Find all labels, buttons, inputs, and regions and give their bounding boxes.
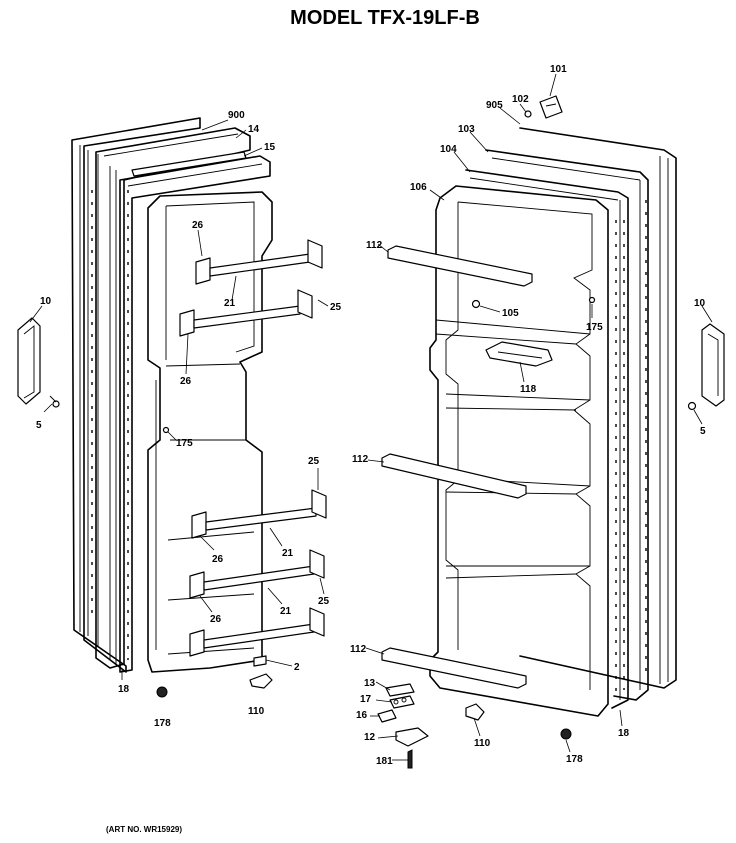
right-door-handle bbox=[701, 323, 725, 407]
part-label-112: 112 bbox=[350, 644, 367, 655]
right-hinge-bracket-13 bbox=[385, 683, 415, 697]
part-label-110: 110 bbox=[248, 706, 265, 717]
part-label-13: 13 bbox=[364, 678, 376, 689]
right-part-labels: 101 102 905 103 104 106 112 105 175 10 1… bbox=[350, 64, 706, 767]
right-hinge-12 bbox=[395, 727, 429, 747]
right-door-cam-178 bbox=[560, 728, 572, 740]
part-label-175: 175 bbox=[586, 322, 603, 333]
left-door-top-trim bbox=[131, 151, 247, 177]
part-label-118: 118 bbox=[520, 384, 537, 395]
right-handle-screw bbox=[687, 401, 697, 411]
left-door-liner bbox=[147, 191, 273, 673]
part-label-26: 26 bbox=[212, 554, 224, 565]
part-label-5: 5 bbox=[36, 420, 42, 431]
part-label-17: 17 bbox=[360, 694, 372, 705]
right-hinge-washer-16 bbox=[377, 709, 397, 723]
right-door-stop-110 bbox=[465, 703, 485, 721]
left-door-handle bbox=[17, 317, 41, 405]
right-nameplate-101 bbox=[539, 95, 563, 119]
part-label-21: 21 bbox=[224, 298, 236, 309]
part-label-18: 18 bbox=[618, 728, 630, 739]
part-label-900: 900 bbox=[228, 110, 245, 121]
diagram-title: MODEL TFX-19LF-B bbox=[290, 7, 480, 29]
right-plug-175 bbox=[588, 296, 596, 304]
left-door-assembly bbox=[17, 117, 329, 698]
part-label-26: 26 bbox=[192, 220, 204, 231]
part-label-5: 5 bbox=[700, 426, 706, 437]
part-label-2: 2 bbox=[294, 662, 300, 673]
left-shelf-rail-5 bbox=[189, 607, 325, 657]
part-label-10: 10 bbox=[694, 298, 706, 309]
part-label-25: 25 bbox=[318, 596, 330, 607]
art-number: (ART NO. WR15929) bbox=[106, 825, 182, 834]
part-label-103: 103 bbox=[458, 124, 475, 135]
right-dairy-cover-118 bbox=[485, 341, 553, 367]
part-label-178: 178 bbox=[566, 754, 583, 765]
right-shelf-bar-3 bbox=[381, 647, 527, 689]
part-label-112: 112 bbox=[366, 240, 383, 251]
part-label-106: 106 bbox=[410, 182, 427, 193]
right-screw-102 bbox=[524, 110, 532, 118]
part-label-25: 25 bbox=[308, 456, 320, 467]
part-label-175: 175 bbox=[176, 438, 193, 449]
part-label-26: 26 bbox=[210, 614, 222, 625]
part-label-181: 181 bbox=[376, 756, 393, 767]
left-handle-screw bbox=[52, 400, 60, 408]
part-label-21: 21 bbox=[280, 606, 292, 617]
right-hinge-pin-17 bbox=[389, 695, 415, 709]
part-label-112: 112 bbox=[352, 454, 369, 465]
left-part-labels: 900 14 15 26 21 25 26 10 5 175 25 26 21 … bbox=[36, 110, 342, 729]
left-shelf-rail-3 bbox=[191, 489, 327, 539]
left-shelf-rail-1 bbox=[195, 239, 323, 285]
right-shelf-bar-2 bbox=[381, 453, 527, 499]
part-label-101: 101 bbox=[550, 64, 567, 75]
part-label-178: 178 bbox=[154, 718, 171, 729]
part-label-25: 25 bbox=[330, 302, 342, 313]
part-label-110: 110 bbox=[474, 738, 491, 749]
right-breaker-strip bbox=[465, 169, 629, 709]
left-door-part-2 bbox=[253, 655, 267, 667]
part-label-104: 104 bbox=[440, 144, 457, 155]
right-door-outer-panel bbox=[519, 127, 677, 689]
part-label-12: 12 bbox=[364, 732, 376, 743]
right-hinge-screw-181 bbox=[407, 749, 413, 769]
right-door-gasket bbox=[485, 149, 649, 701]
right-shelf-bar-1 bbox=[387, 245, 533, 287]
part-label-905: 905 bbox=[486, 100, 503, 111]
part-label-16: 16 bbox=[356, 710, 368, 721]
part-label-102: 102 bbox=[512, 94, 529, 105]
right-plug-105 bbox=[471, 299, 481, 309]
left-plug-175 bbox=[162, 426, 170, 434]
part-label-15: 15 bbox=[264, 142, 276, 153]
part-label-26: 26 bbox=[180, 376, 192, 387]
part-label-10: 10 bbox=[40, 296, 52, 307]
part-label-14: 14 bbox=[248, 124, 260, 135]
left-shelf-rail-4 bbox=[189, 549, 325, 599]
part-label-18: 18 bbox=[118, 684, 130, 695]
left-door-cam-178 bbox=[156, 686, 168, 698]
part-label-105: 105 bbox=[502, 308, 519, 319]
left-door-stop-110 bbox=[249, 673, 273, 689]
part-label-21: 21 bbox=[282, 548, 294, 559]
left-shelf-rail-2 bbox=[179, 289, 313, 337]
right-door-assembly bbox=[365, 73, 725, 769]
left-door-outer-panel bbox=[71, 117, 201, 673]
